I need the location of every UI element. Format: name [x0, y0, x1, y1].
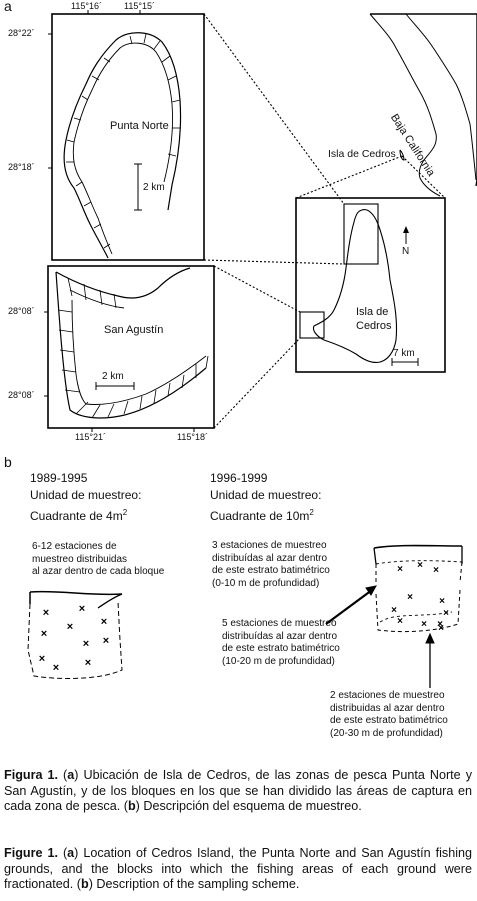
lat-tick-2: 28°18´	[8, 162, 35, 172]
panel-b-letter: b	[4, 454, 12, 470]
svg-text:×: ×	[397, 616, 403, 627]
connector-lines	[203, 13, 446, 429]
lon-tick-3: 115°21´	[75, 432, 106, 442]
san-agustin-coastline	[55, 267, 207, 419]
left-scheme-header: 1989-1995 Unidad de muestreo: Cuadrante …	[30, 470, 141, 525]
island-name-line1: Isla de	[356, 306, 389, 318]
right-scheme-header: 1996-1999 Unidad de muestreo: Cuadrante …	[210, 470, 321, 525]
stratum-3-note: 2 estaciones de muestreo distribuidas al…	[330, 690, 448, 739]
san-agustin-scale-label: 2 km	[102, 371, 124, 382]
left-unit-line1: Unidad de muestreo:	[30, 488, 142, 502]
right-block-schematic: ×× ×× ×× × ×	[375, 589, 461, 634]
svg-text:×: ×	[41, 628, 47, 640]
lon-tick-1: 115°16´	[71, 1, 102, 11]
svg-text:×: ×	[439, 596, 445, 607]
right-unit-line2: Cuadrante de 10m2	[210, 508, 314, 523]
region-island-label: Isla de Cedros	[328, 148, 396, 160]
svg-text:×: ×	[433, 565, 439, 576]
island-scale-label: 7 km	[393, 348, 415, 359]
island-name-line2: Cedros	[356, 320, 392, 332]
stratum-2-note: 5 estaciones de muestreo distribuídas al…	[222, 618, 340, 667]
punta-norte-scale-label: 2 km	[143, 182, 165, 193]
lat-tick-4: 28°08´	[8, 390, 35, 400]
right-station-marks: ×× ×× ×× ×	[391, 592, 449, 630]
left-block-schematic: × × × × × × × × × ×	[27, 590, 123, 679]
right-unit-line1: Unidad de muestreo:	[210, 488, 322, 502]
caption-english: Figure 1. (a) Location of Cedros Island,…	[4, 846, 473, 892]
svg-text:×: ×	[83, 638, 89, 650]
san-agustin-label: San Agustín	[104, 324, 164, 336]
svg-text:×: ×	[67, 621, 73, 633]
svg-text:×: ×	[79, 603, 85, 615]
svg-text:×: ×	[437, 619, 443, 630]
baja-california-outline	[369, 13, 477, 197]
svg-text:×: ×	[438, 623, 444, 634]
panel-a-letter: a	[4, 0, 12, 14]
lon-tick-4: 115°18´	[177, 432, 208, 442]
cedros-island-outline	[312, 209, 398, 364]
caption-spanish: Figura 1. (a) Ubicación de Isla de Cedro…	[4, 768, 472, 814]
svg-text:×: ×	[397, 564, 403, 575]
svg-text:×: ×	[421, 619, 427, 630]
lat-tick-3: 28°08´	[8, 306, 35, 316]
punta-norte-map	[48, 10, 205, 261]
left-note: 6-12 estaciones de muestreo distribuidas…	[32, 541, 165, 577]
north-label: N	[402, 246, 410, 257]
right-block-top: × × ×	[373, 544, 463, 582]
svg-text:×: ×	[53, 662, 59, 674]
stratum-arrows	[325, 585, 435, 688]
svg-text:×: ×	[101, 616, 107, 628]
left-station-marks: × × × × × × × × × ×	[39, 603, 109, 674]
left-unit-line2: Cuadrante de 4m2	[30, 508, 128, 523]
svg-text:×: ×	[39, 653, 45, 665]
right-period: 1996-1999	[210, 471, 268, 485]
punta-norte-label: Punta Norte	[110, 120, 169, 132]
svg-text:×: ×	[417, 560, 423, 571]
lon-tick-2: 115°15´	[124, 1, 155, 11]
panel-a-figure	[44, 10, 477, 432]
svg-text:×: ×	[407, 592, 413, 603]
lat-tick-1: 28°22´	[8, 28, 35, 38]
punta-norte-coastline	[63, 32, 182, 259]
svg-text:×: ×	[85, 657, 91, 669]
san-agustin-map	[44, 265, 215, 432]
svg-text:×: ×	[391, 605, 397, 616]
panel-b-figure: ×× ××× ×× ××× ×× ×× ×× × ×	[27, 585, 461, 688]
svg-text:×: ×	[103, 635, 109, 647]
stratum-1-note: 3 estaciones de muestreo distribuídas al…	[212, 540, 330, 589]
cedros-island-map	[295, 197, 446, 373]
left-period: 1989-1995	[30, 471, 88, 485]
svg-text:×: ×	[43, 607, 49, 619]
svg-text:×: ×	[443, 608, 449, 619]
